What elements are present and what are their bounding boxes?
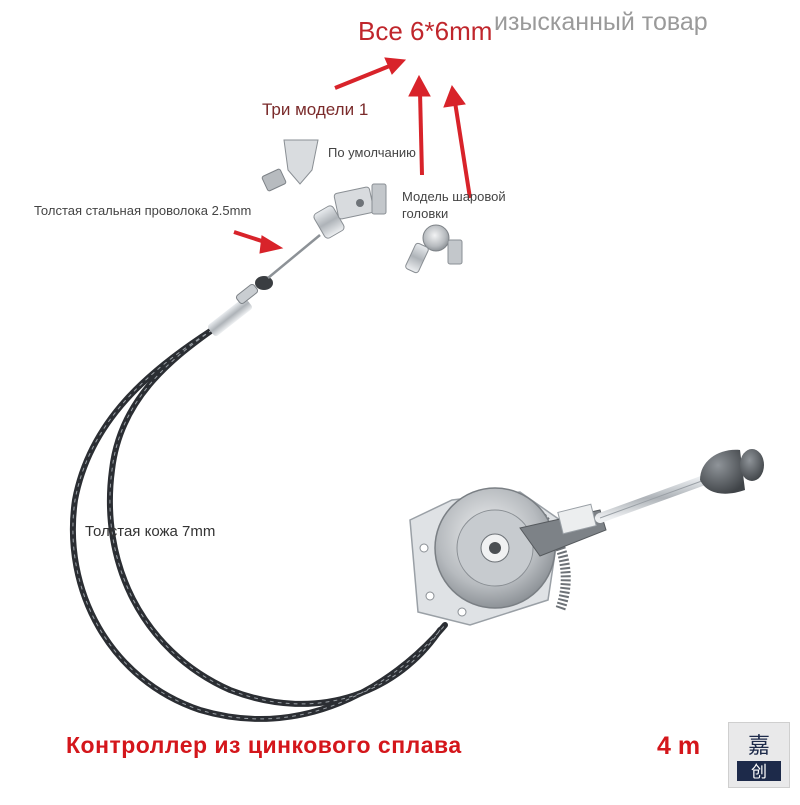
ball-head-line-2: головки (402, 206, 449, 221)
steel-wire-callout: Толстая стальная проволока 2.5mm (34, 203, 252, 218)
callout-arrows (233, 57, 472, 254)
length-label: 4 m (657, 732, 701, 760)
ball-head-callout: Модель шаровой головки (402, 188, 506, 222)
cable-coil (69, 327, 448, 722)
cable-end-fitting (207, 234, 321, 337)
logo-glyphs: 嘉 (748, 734, 770, 759)
brand-logo-icon: 嘉 创 (737, 734, 781, 781)
logo-glyph-2: 创 (751, 762, 767, 781)
size-callout: Все 6*6mm (358, 16, 493, 46)
default-clip-part (261, 139, 319, 192)
controller-unit (409, 449, 764, 626)
arrow-head-icon (384, 57, 407, 75)
watermark-text: изысканный товар (494, 8, 708, 36)
product-title: Контроллер из цинкового сплава (66, 732, 462, 758)
default-callout: По умолчанию (328, 145, 416, 160)
arrow-head-icon (408, 74, 431, 97)
ball-head-line-1: Модель шаровой (402, 189, 506, 204)
thick-skin-callout: Толстая кожа 7mm (85, 523, 216, 540)
three-models-callout: Три модели 1 (262, 100, 369, 119)
brand-logo: 嘉 创 (728, 722, 790, 788)
arrow-head-icon (443, 84, 466, 108)
fork-end-fitting (313, 183, 387, 239)
ball-head-part (405, 224, 463, 274)
arrow-head-icon (259, 235, 284, 254)
